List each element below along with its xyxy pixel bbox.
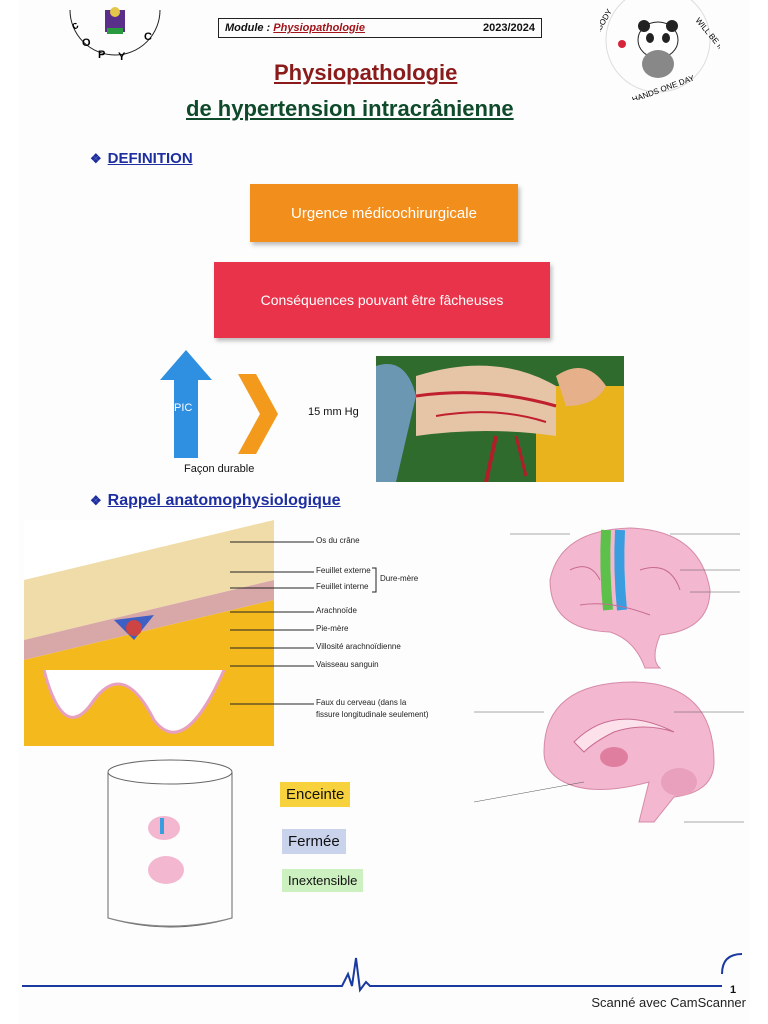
label-feuillet-interne: Feuillet interne — [316, 582, 369, 591]
label-faux-du-cerveau-1: Faux du cerveau (dans la — [316, 698, 407, 707]
tag-inextensible: Inextensible — [282, 869, 364, 892]
meninges-labels: Os du crâne Feuillet externe Feuillet in… — [230, 534, 440, 734]
diamond-bullet-icon: ❖ — [90, 493, 102, 508]
module-name: Physiopathologie — [273, 22, 365, 34]
label-arachnoide: Arachnoïde — [316, 606, 357, 615]
anatomy-heading-text: Rappel anatomophysiologique — [107, 492, 341, 509]
scanner-watermark: Scanné avec CamScanner — [591, 995, 746, 1010]
svg-text:WILL BE IN YOUR: WILL BE IN YOUR — [694, 16, 720, 73]
diamond-bullet-icon: ❖ — [90, 151, 102, 166]
definition-heading-text: DEFINITION — [107, 150, 193, 167]
academic-year: 2023/2024 — [483, 22, 535, 34]
label-dure-mere: Dure-mère — [380, 574, 419, 583]
page-title-line1: Physiopathologie — [274, 60, 458, 85]
meninges-cross-section-illustration — [24, 520, 274, 746]
box-consequences: Conséquences pouvant être fâcheuses — [214, 262, 550, 338]
module-header: Module : Physiopathologie 2023/2024 — [218, 18, 542, 38]
svg-text:O: O — [82, 37, 91, 49]
box-urgence-text: Urgence médicochirurgicale — [291, 204, 477, 222]
label-villosite: Villosité arachnoïdienne — [316, 642, 401, 651]
lateral-brain-illustration — [510, 520, 750, 670]
svg-text:c: c — [70, 19, 81, 32]
anatomy-heading: ❖ Rappel anatomophysiologique — [90, 492, 341, 510]
footer-ecg-line — [22, 944, 750, 998]
tag-fermee: Fermée — [282, 829, 346, 854]
definition-heading: ❖ DEFINITION — [90, 150, 193, 167]
page-number: 1 — [730, 984, 737, 996]
chevron-right-icon — [238, 374, 278, 454]
meninges-3d-illustration — [376, 356, 624, 483]
label-os-du-crane: Os du crâne — [316, 536, 360, 545]
box-consequences-text: Conséquences pouvant être fâcheuses — [260, 292, 504, 308]
label-faux-du-cerveau-2: fissure longitudinale seulement) — [316, 710, 429, 719]
module-label: Module : — [225, 22, 271, 34]
tag-enceinte: Enceinte — [280, 782, 351, 807]
box-urgence: Urgence médicochirurgicale — [250, 184, 518, 242]
label-vaisseau: Vaisseau sanguin — [316, 660, 379, 669]
svg-text:HANDS ONE DAY: HANDS ONE DAY — [631, 73, 696, 100]
svg-text:C: C — [144, 31, 152, 43]
pic-label: PIC — [174, 402, 193, 414]
svg-text:Y: Y — [118, 51, 126, 63]
pic-up-arrow-icon — [160, 350, 212, 458]
page-title-line2: de hypertension intracrânienne — [186, 96, 514, 121]
panda-stamp-logo: SOMEBODY WILL BE IN YOUR HANDS ONE DAY — [583, 0, 743, 104]
label-pie-mere: Pie-mère — [316, 624, 349, 633]
closed-cylinder-illustration — [104, 758, 236, 934]
magic-copy-logo: c O P Y C — [60, 0, 170, 70]
svg-text:P: P — [98, 49, 105, 61]
document-page — [18, 0, 750, 1024]
pressure-value: 15 mm Hg — [308, 406, 359, 418]
sagittal-brain-illustration — [473, 672, 750, 832]
label-feuillet-externe: Feuillet externe — [316, 566, 371, 575]
facon-durable-caption: Façon durable — [184, 463, 255, 475]
module-label-group: Module : Physiopathologie — [225, 22, 365, 34]
